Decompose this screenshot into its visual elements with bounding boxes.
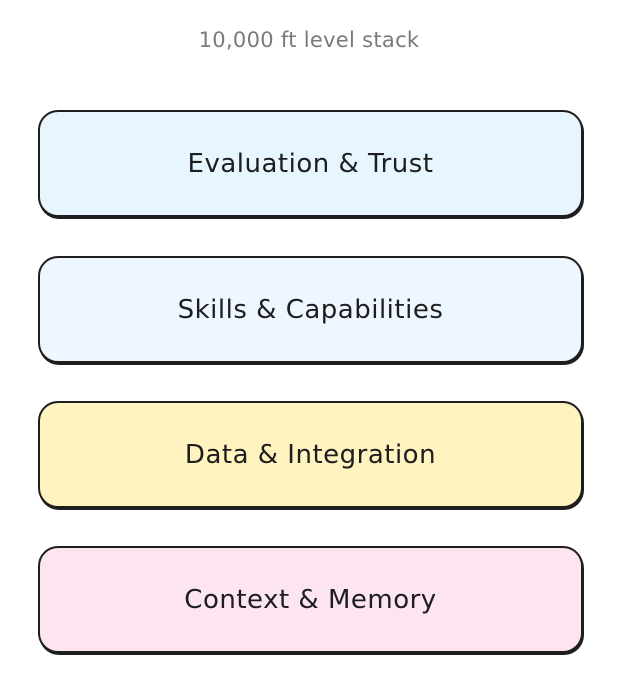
- layer-label: Data & Integration: [184, 439, 437, 470]
- layer-label: Evaluation & Trust: [187, 148, 434, 179]
- layer-label: Context & Memory: [184, 584, 437, 615]
- layer-context-memory[interactable]: Context & Memory: [38, 546, 583, 653]
- layer-data-integration[interactable]: Data & Integration: [38, 401, 583, 508]
- layer-label: Skills & Capabilities: [177, 294, 444, 325]
- diagram-caption: 10,000 ft level stack: [198, 28, 420, 52]
- layer-skills-capabilities[interactable]: Skills & Capabilities: [38, 256, 583, 363]
- layer-evaluation-trust[interactable]: Evaluation & Trust: [38, 110, 583, 217]
